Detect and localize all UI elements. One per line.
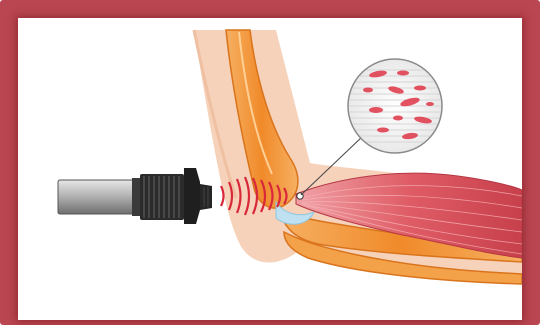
illustration-panel [18, 18, 522, 320]
shockwave-device-icon [58, 168, 212, 224]
magnifier-inset-icon [343, 59, 448, 153]
elbow-shockwave-diagram [18, 18, 522, 320]
